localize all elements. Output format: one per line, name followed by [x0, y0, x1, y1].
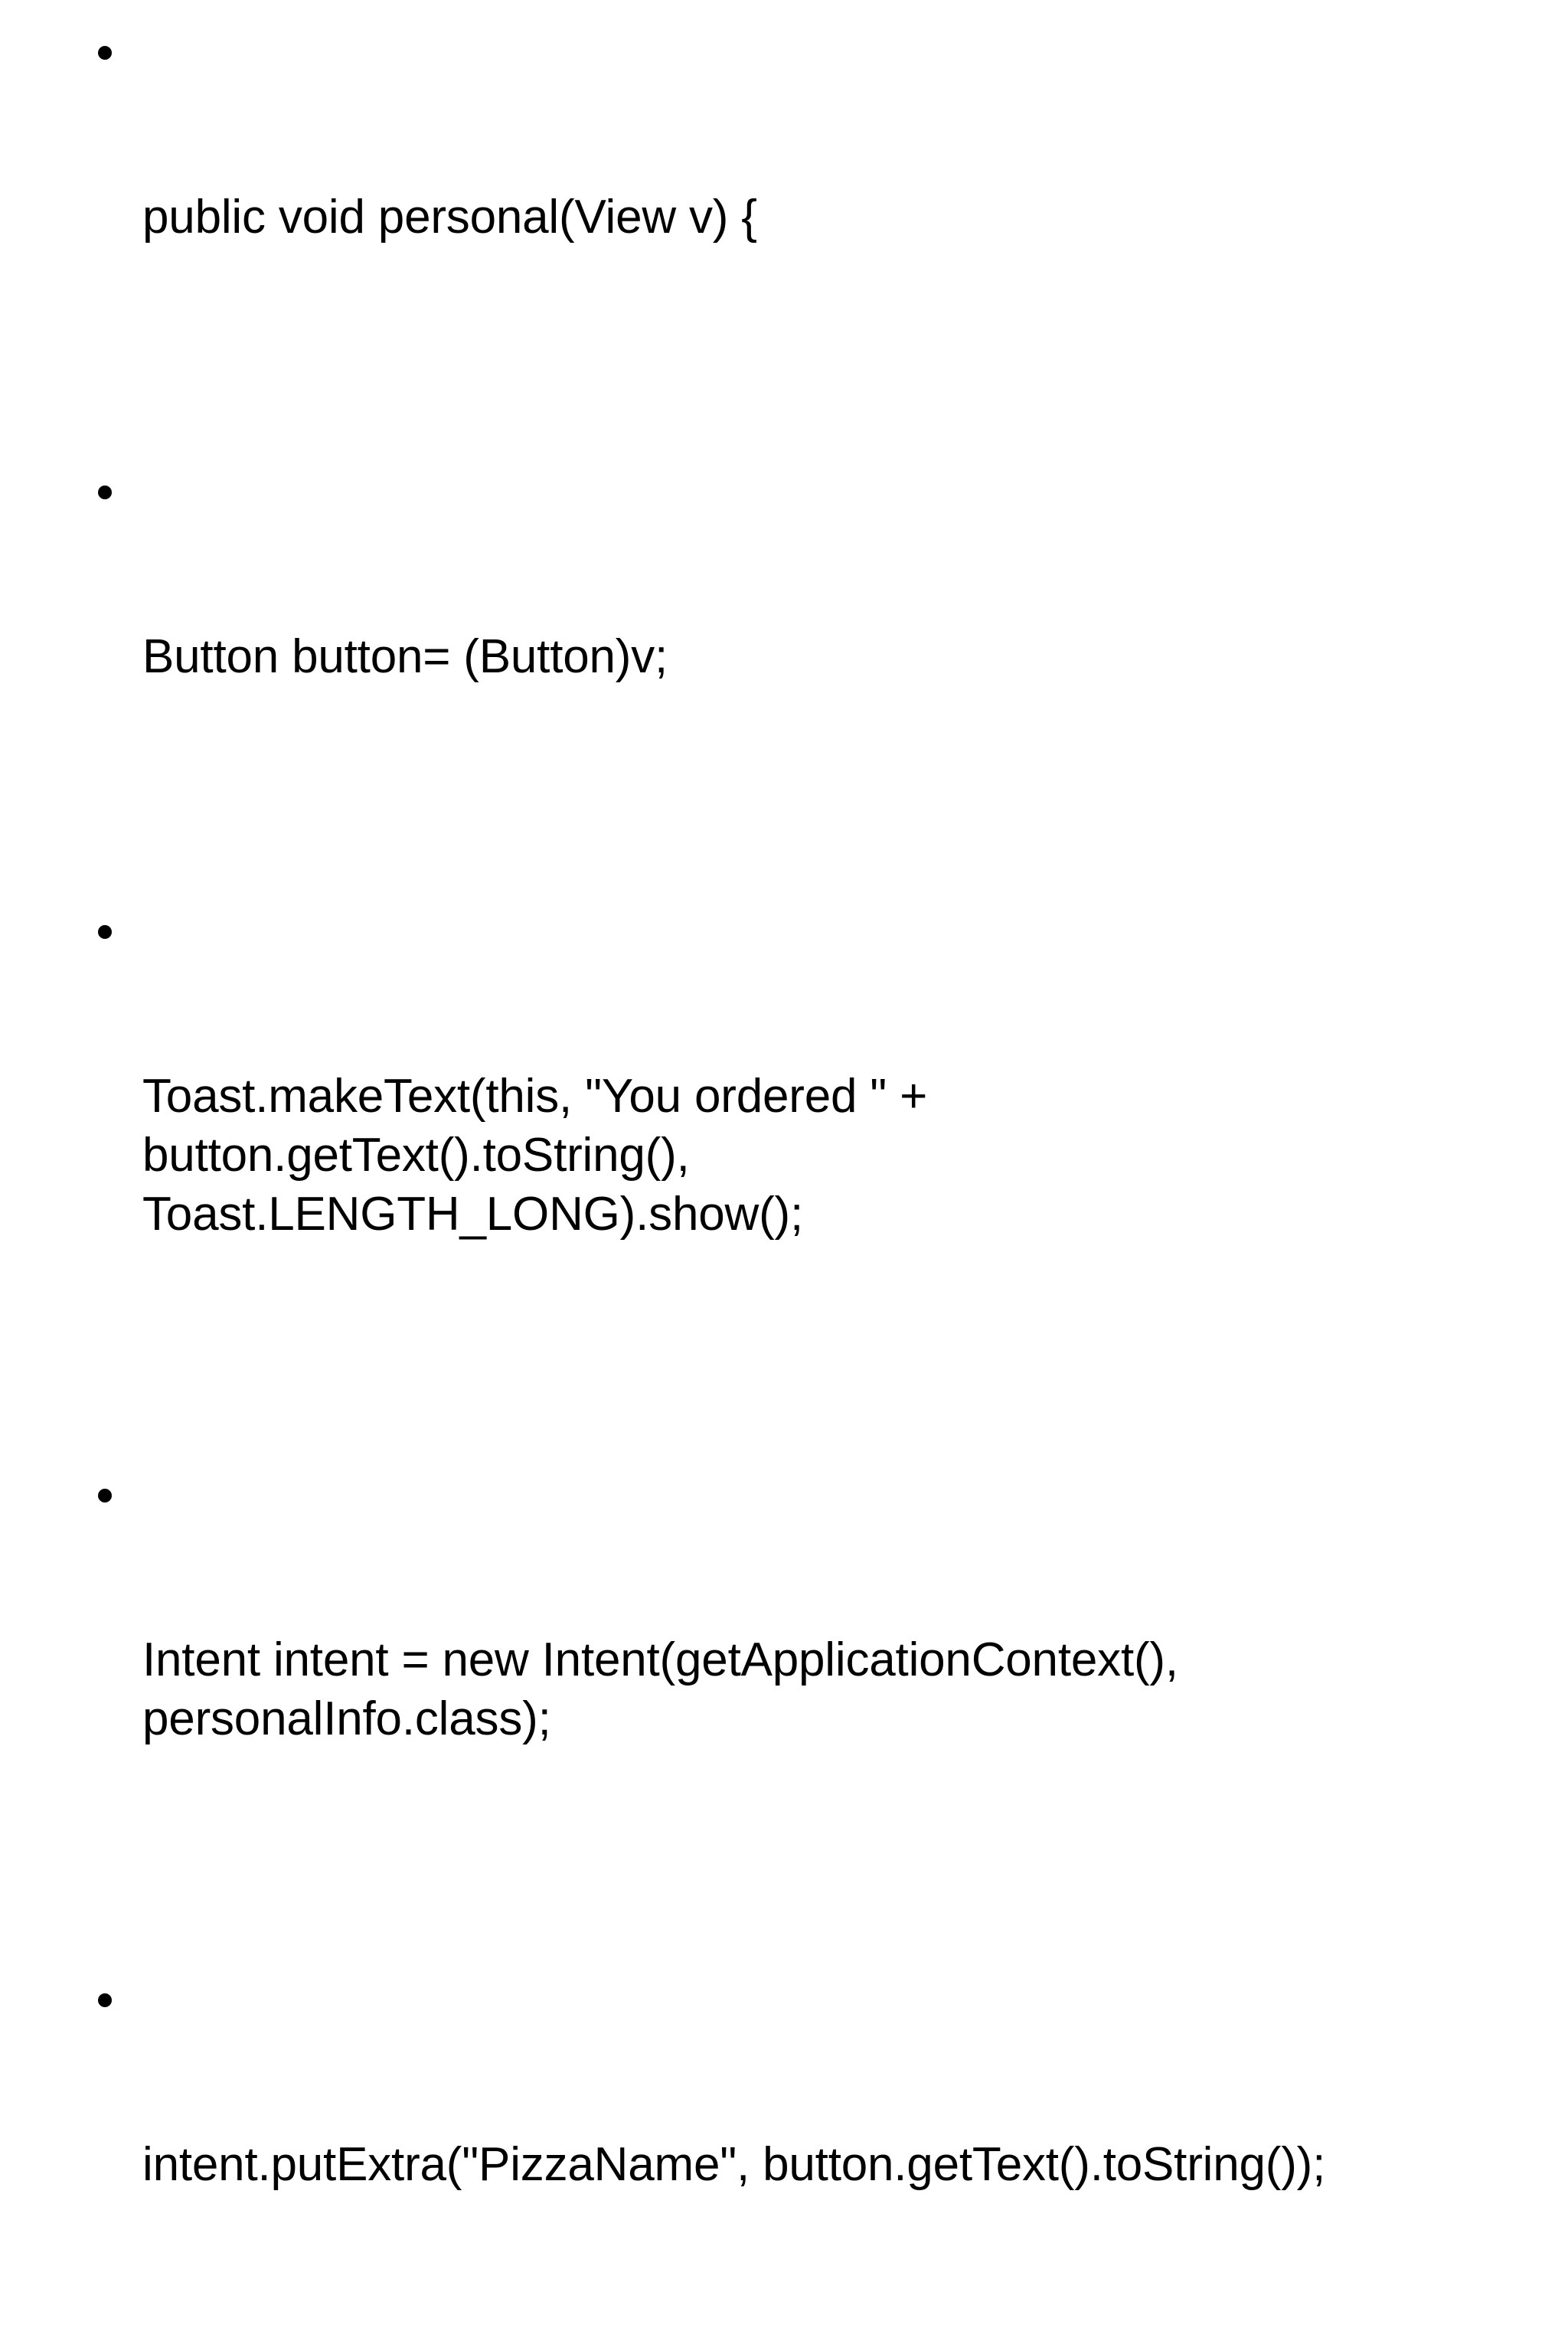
list-item-text: Intent intent = new Intent(getApplicatio…	[142, 1633, 1191, 1745]
list-item[interactable]: Toast.makeText(this, "You ordered " + bu…	[0, 890, 1138, 1362]
bullet-dot-icon	[98, 925, 112, 939]
list-item-text: Toast.makeText(this, "You ordered " + bu…	[142, 1070, 941, 1241]
list-item[interactable]: intent.putExtra("PizzaName", button.getT…	[0, 1958, 1568, 2312]
list-item-text: intent.putExtra("PizzaName", button.getT…	[142, 2138, 1326, 2191]
bullet-dot-icon	[98, 486, 112, 499]
list-item[interactable]: Button button= (Button)v;	[0, 450, 1568, 804]
bullet-spacer	[0, 1866, 1568, 1958]
bullet-spacer	[0, 365, 1568, 450]
bullet-dot-icon	[98, 1489, 112, 1502]
list-item-text: Button button= (Button)v;	[142, 630, 668, 683]
bullet-dot-icon	[98, 1993, 112, 2007]
bullet-spacer	[0, 804, 1568, 890]
bullet-dot-icon	[98, 46, 112, 60]
list-item[interactable]: public void personal(View v) {	[0, 11, 1568, 365]
list-item[interactable]: Intent intent = new Intent(getApplicatio…	[0, 1453, 1490, 1866]
bullet-spacer	[0, 1362, 1568, 1453]
bullet-spacer	[0, 2312, 1568, 2351]
slide-canvas: public void personal(View v) { Button bu…	[98, 46, 1326, 2191]
list-item-text: public void personal(View v) {	[142, 191, 757, 244]
